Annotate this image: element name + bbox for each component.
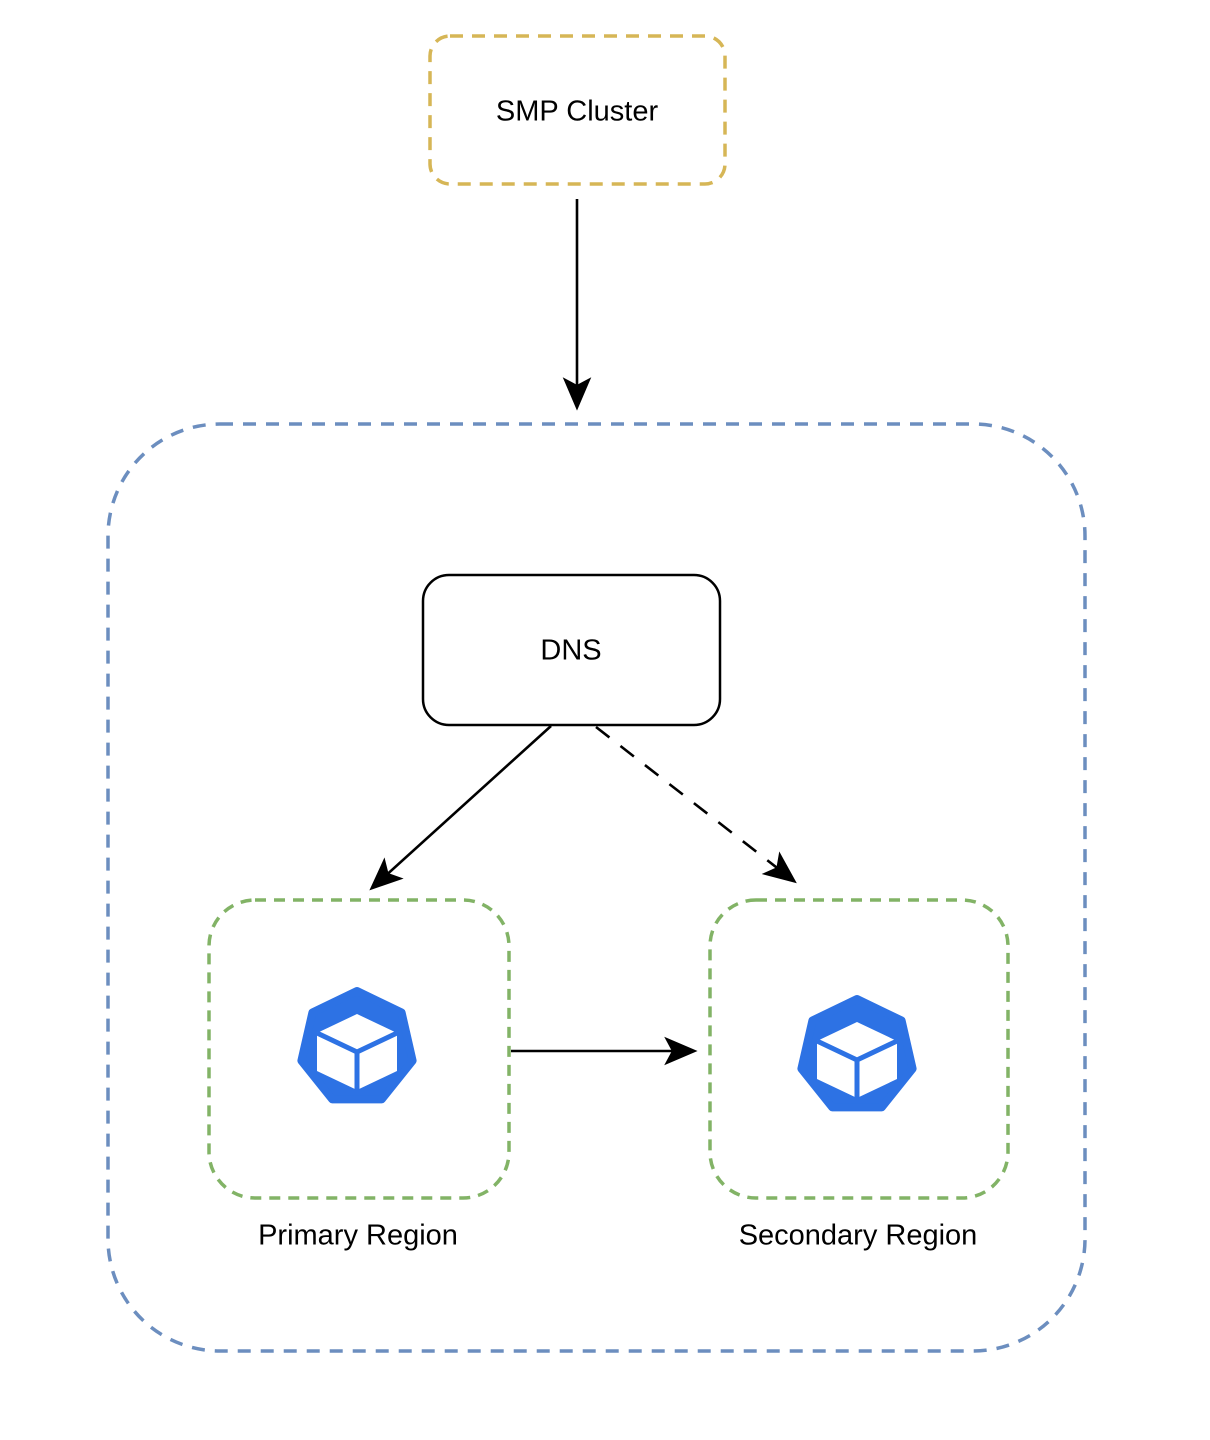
cube-heptagon-icon <box>297 987 417 1104</box>
smp-cluster-box <box>428 34 727 186</box>
outer-container-box <box>106 422 1087 1353</box>
smp-cluster-label: SMP Cluster <box>495 95 659 128</box>
dns-label: DNS <box>540 634 602 667</box>
dns-box <box>421 573 722 727</box>
edge-dns-to-secondary <box>595 725 797 884</box>
cube-heptagon-icon <box>797 995 917 1112</box>
secondary-region-label: Secondary Region <box>738 1219 978 1252</box>
edge-dns-to-primary <box>369 725 552 891</box>
primary-region-label: Primary Region <box>258 1219 458 1252</box>
